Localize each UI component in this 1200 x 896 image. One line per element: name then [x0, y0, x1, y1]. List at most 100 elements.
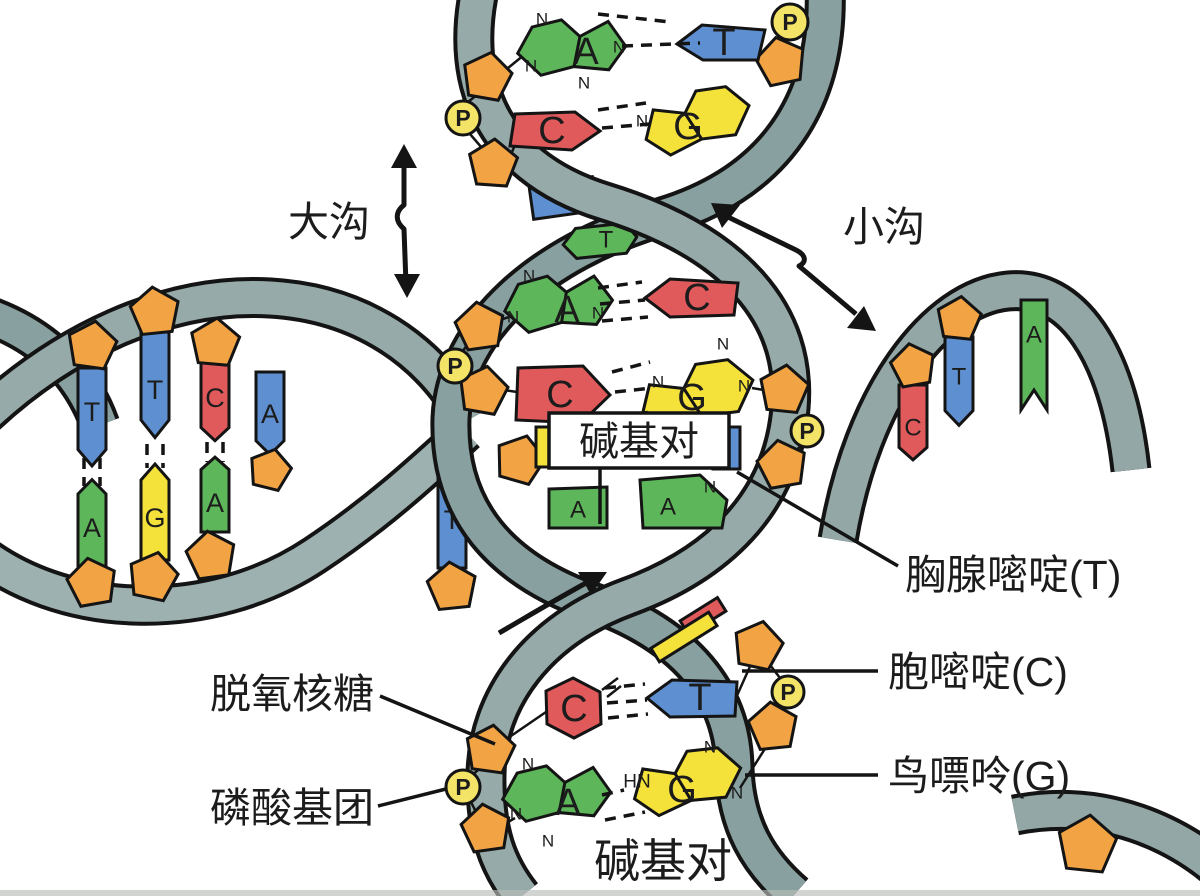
base-letter: C — [560, 688, 587, 730]
base-thymine — [644, 678, 739, 719]
phosphate-label: P — [455, 105, 470, 131]
base-letter: C — [683, 277, 710, 319]
phosphate-circle — [444, 99, 482, 137]
nitrogen-label: N — [522, 755, 534, 774]
partial-base-adenine — [638, 473, 729, 530]
bottom-edge-stripe — [0, 890, 1200, 896]
nitrogen-label: N — [510, 805, 522, 824]
nitrogen-label: N — [636, 112, 648, 131]
base-cytosine — [642, 277, 740, 319]
phosphate-label: P — [455, 774, 470, 800]
base-cytosine — [544, 676, 603, 740]
base-pair-bottom-label: 碱基对 — [594, 835, 732, 887]
base-adenine — [1019, 298, 1049, 412]
sugar-pentagon — [424, 558, 480, 612]
phosphate-label: P — [782, 9, 797, 35]
phosphate-label: P — [780, 679, 795, 705]
base-letter: T — [84, 397, 101, 427]
sugar-pentagon — [182, 526, 240, 582]
minor-groove-label: 小沟 — [843, 204, 925, 250]
amine-label: HN — [623, 772, 650, 793]
major-groove-label: 大沟 — [288, 199, 370, 245]
backbone-ribbon — [821, 274, 1148, 543]
base-letter: C — [538, 110, 565, 152]
base-letter: T — [147, 375, 164, 405]
arrowhead-downright — [847, 306, 876, 331]
hydrogen-bond — [82, 458, 102, 486]
arrowhead-up — [391, 144, 417, 168]
base-letter: C — [904, 415, 921, 442]
partial-base-guanine — [648, 610, 720, 664]
phosphate-circle — [789, 413, 825, 449]
partial-base-adenine — [547, 485, 609, 530]
base-letter: T — [952, 364, 967, 391]
hydrogen-bond — [601, 788, 646, 822]
nitrogen-label: N — [542, 832, 554, 851]
bottom-base-pair-section: P P C T A N N N G N N HN — [444, 615, 806, 855]
bottom-right-backbone-end — [1010, 789, 1200, 882]
guanine-callout-label: 鸟嘌呤(G) — [888, 753, 1070, 799]
arrowhead — [578, 572, 607, 595]
hydrogen-bond — [145, 444, 165, 468]
backbone-ribbon — [1011, 793, 1200, 877]
major-groove-arrow — [394, 158, 409, 285]
nitrogen-label: N — [652, 373, 664, 392]
phosphate-label: P — [799, 418, 814, 444]
backbone-ribbon — [0, 281, 483, 429]
phosphate-circle — [770, 2, 810, 42]
phosphate-circle — [436, 347, 474, 385]
hydrogen-bond — [597, 280, 649, 323]
base-letter: A — [573, 31, 599, 73]
base-letter: A — [554, 289, 580, 331]
central-double-helix: T T P P A N N N N — [430, 0, 846, 896]
base-cytosine — [508, 110, 603, 152]
base-letter: A — [206, 488, 224, 518]
hydrogen-bond — [597, 101, 651, 130]
direction-arrow — [497, 580, 588, 636]
nitrogen-label: N — [592, 304, 604, 323]
arrowhead-down — [394, 274, 420, 298]
base-letter: A — [555, 782, 581, 824]
thymine-callout-label: 胸腺嘧啶(T) — [905, 552, 1121, 598]
nitrogen-label: N — [731, 784, 743, 803]
minor-groove-arrow — [726, 214, 858, 316]
phosphate-callout-label: 磷酸基团 — [210, 785, 374, 831]
partial-base-thymine-green — [561, 221, 639, 260]
base-letter: G — [667, 769, 697, 811]
deoxyribose-callout-label: 脱氧核糖 — [210, 671, 374, 717]
left-helix-arm: T A T G C A A T — [0, 277, 487, 626]
base-letter: A — [570, 497, 586, 524]
base-letter: C — [546, 374, 573, 416]
backbone-ribbon — [0, 419, 478, 622]
nitrogen-label: N — [704, 478, 716, 497]
nitrogen-label: N — [738, 377, 750, 396]
nitrogen-label: N — [717, 335, 729, 354]
nitrogen-label: N — [613, 38, 625, 57]
base-thymine — [674, 23, 767, 62]
base-letter: A — [261, 399, 279, 429]
callout-line — [379, 694, 496, 746]
sugar-pentagon — [244, 443, 297, 494]
callout-line — [377, 787, 447, 808]
base-letter: A — [83, 513, 101, 543]
base-pair-box — [547, 411, 731, 470]
sugar-pentagon — [728, 615, 789, 674]
phosphate-circle — [770, 674, 806, 710]
hydrogen-bond — [604, 682, 649, 720]
nitrogen-label: N — [536, 10, 548, 29]
nitrogen-label: N — [578, 74, 590, 93]
connector-line — [467, 31, 790, 153]
base-letter: G — [673, 106, 703, 148]
base-letter: T — [688, 677, 711, 719]
nitrogen-label: N — [704, 738, 716, 757]
hydrogen-bond — [597, 12, 701, 48]
nitrogen-label: N — [525, 57, 537, 76]
nitrogen-label: N — [507, 308, 519, 327]
phosphate-label: P — [447, 353, 462, 379]
right-helix-arm: A T C — [817, 270, 1152, 544]
callout-line — [736, 470, 899, 568]
cytosine-callout-label: 胞嘧啶(C) — [888, 649, 1068, 695]
phosphate-circle — [444, 768, 482, 806]
